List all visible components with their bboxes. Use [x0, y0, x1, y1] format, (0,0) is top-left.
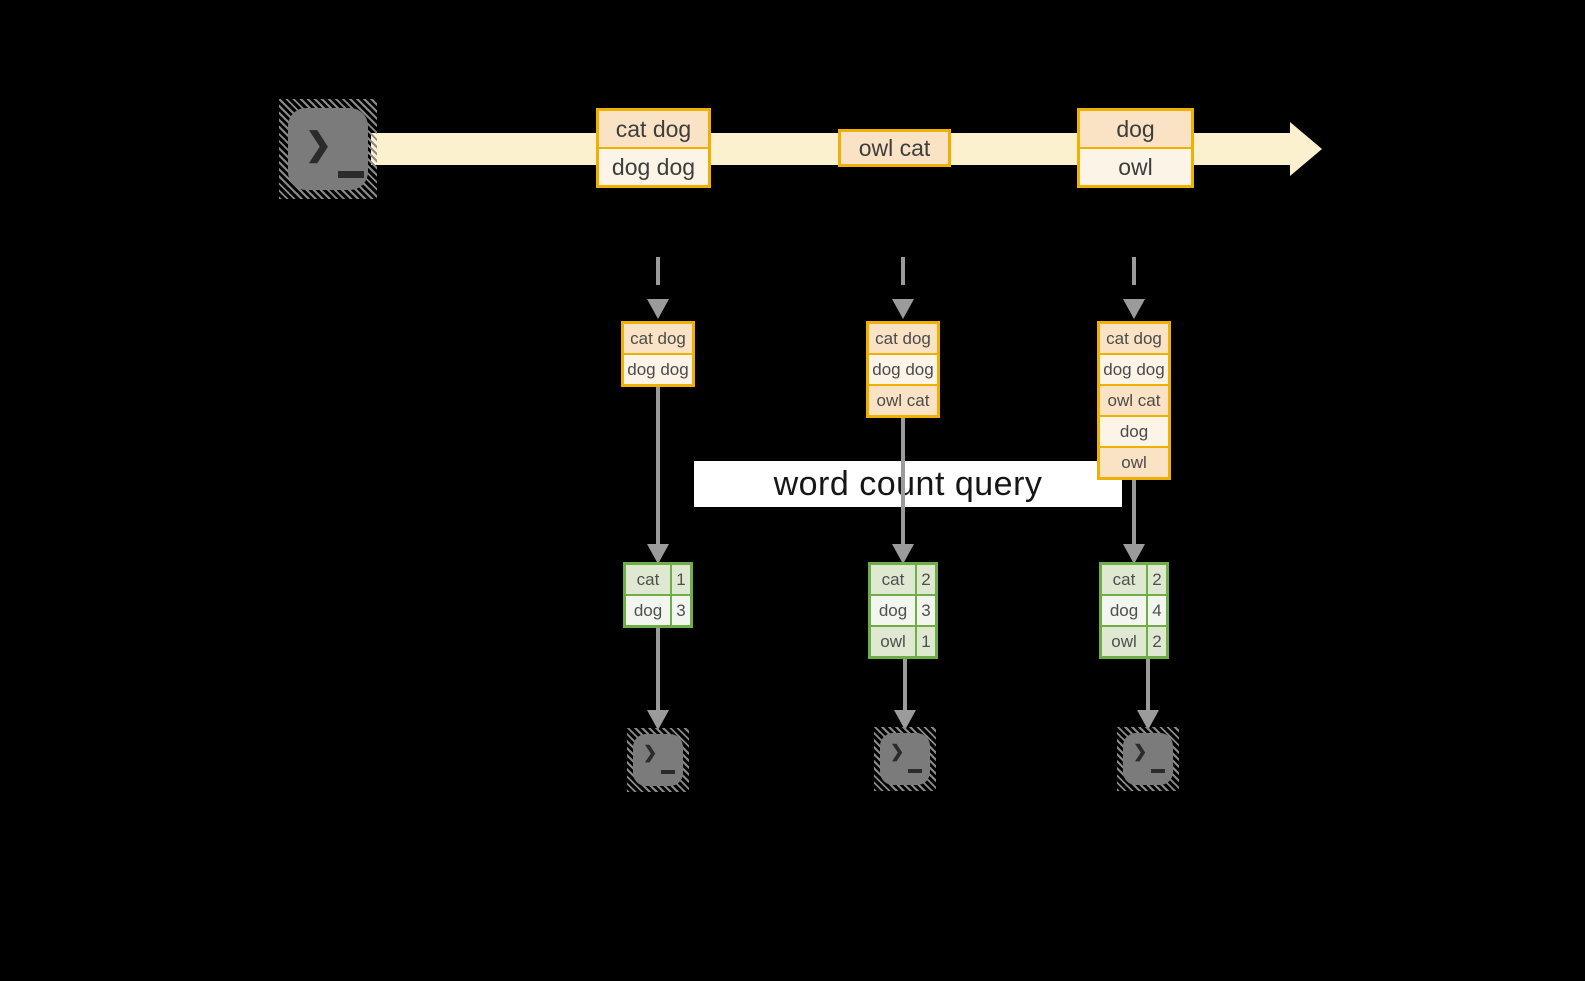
count-value: 1 — [917, 627, 935, 656]
count-row: dog 3 — [871, 594, 935, 625]
terminal-screen: ❯ — [633, 734, 683, 786]
count-word: dog — [1102, 596, 1148, 625]
prompt-icon: ❯ — [1133, 742, 1148, 761]
buffer-row: owl cat — [869, 384, 937, 415]
buffer-row: dog dog — [624, 353, 692, 384]
count-row: dog 4 — [1102, 594, 1166, 625]
buffer-row: owl — [1100, 446, 1168, 477]
buffer-row: owl cat — [1100, 384, 1168, 415]
count-word: dog — [871, 596, 917, 625]
stream-band-arrowhead-icon — [1290, 122, 1322, 176]
buffer-row: cat dog — [624, 324, 692, 353]
query-arrow-line — [656, 387, 660, 544]
count-word: cat — [871, 565, 917, 594]
cursor-icon — [661, 770, 675, 774]
terminal-sink-icon: ❯ — [627, 728, 689, 792]
count-word: owl — [1102, 627, 1148, 656]
dashed-arrow-line — [901, 257, 905, 299]
stream-message: owl — [1080, 147, 1191, 185]
count-row: dog 3 — [626, 594, 690, 625]
query-arrow-head-icon — [1123, 544, 1145, 564]
count-row: cat 1 — [626, 565, 690, 594]
sink-arrow-line — [903, 658, 907, 710]
count-row: cat 2 — [1102, 565, 1166, 594]
sink-arrow-head-icon — [1137, 710, 1159, 730]
buffer-row: cat dog — [869, 324, 937, 353]
buffer-row: dog — [1100, 415, 1168, 446]
stream-message: owl cat — [841, 132, 948, 164]
count-row: cat 2 — [871, 565, 935, 594]
count-value: 4 — [1148, 596, 1166, 625]
query-arrow-line — [1132, 480, 1136, 544]
dashed-arrow-line — [656, 257, 660, 299]
sink-arrow-head-icon — [647, 710, 669, 730]
count-value: 2 — [917, 565, 935, 594]
terminal-source-icon: ❯ — [279, 99, 377, 199]
cursor-icon — [1151, 769, 1165, 773]
terminal-sink-icon: ❯ — [1117, 727, 1179, 791]
buffer-row: cat dog — [1100, 324, 1168, 353]
word-count-query-banner: word count query — [694, 461, 1122, 507]
count-word: owl — [871, 627, 917, 656]
sink-arrow-line — [656, 628, 660, 710]
count-table-1: cat 1 dog 3 — [623, 562, 693, 628]
terminal-sink-icon: ❯ — [874, 727, 936, 791]
cursor-icon — [908, 769, 922, 773]
stream-message: cat dog — [599, 111, 708, 147]
prompt-icon: ❯ — [890, 742, 905, 761]
count-value: 2 — [1148, 627, 1166, 656]
count-table-2: cat 2 dog 3 owl 1 — [868, 562, 938, 659]
count-value: 3 — [672, 596, 690, 625]
window-buffer-2: cat dog dog dog owl cat — [866, 321, 940, 418]
terminal-screen: ❯ — [880, 733, 930, 785]
count-word: cat — [626, 565, 672, 594]
count-value: 3 — [917, 596, 935, 625]
count-word: cat — [1102, 565, 1148, 594]
count-word: dog — [626, 596, 672, 625]
stream-message-group-3: dog owl — [1077, 108, 1194, 188]
prompt-icon: ❯ — [643, 743, 658, 762]
sink-arrow-head-icon — [894, 710, 916, 730]
count-table-3: cat 2 dog 4 owl 2 — [1099, 562, 1169, 659]
query-arrow-head-icon — [647, 544, 669, 564]
count-value: 1 — [672, 565, 690, 594]
count-value: 2 — [1148, 565, 1166, 594]
dashed-arrow-head-icon — [892, 299, 914, 319]
prompt-icon: ❯ — [305, 126, 332, 162]
buffer-row: dog dog — [869, 353, 937, 384]
dashed-arrow-head-icon — [647, 299, 669, 319]
count-row: owl 1 — [871, 625, 935, 656]
terminal-screen: ❯ — [1123, 733, 1173, 785]
query-arrow-head-icon — [892, 544, 914, 564]
window-buffer-3: cat dog dog dog owl cat dog owl — [1097, 321, 1171, 480]
terminal-screen: ❯ — [288, 108, 368, 190]
sink-arrow-line — [1146, 658, 1150, 710]
buffer-row: dog dog — [1100, 353, 1168, 384]
stream-message-group-1: cat dog dog dog — [596, 108, 711, 188]
query-arrow-line — [901, 418, 905, 544]
count-row: owl 2 — [1102, 625, 1166, 656]
window-buffer-1: cat dog dog dog — [621, 321, 695, 387]
stream-message: dog — [1080, 111, 1191, 147]
dashed-arrow-line — [1132, 257, 1136, 299]
cursor-icon — [338, 171, 364, 178]
dashed-arrow-head-icon — [1123, 299, 1145, 319]
stream-message: dog dog — [599, 147, 708, 185]
stream-message-group-2: owl cat — [838, 129, 951, 167]
